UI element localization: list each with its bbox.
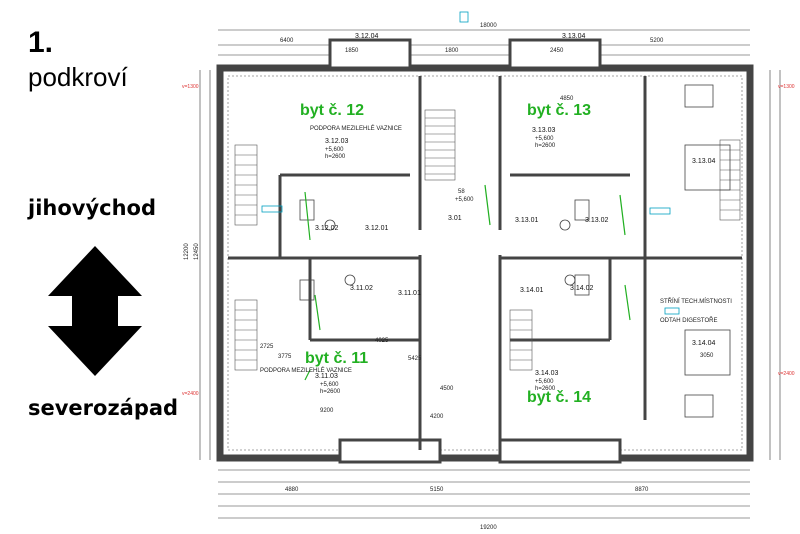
room-label: 3.13.02: [585, 217, 608, 224]
orientation-top-label: jihovýchod: [28, 196, 157, 220]
dim-label: 8870: [635, 487, 649, 493]
digestor-note: ODTAH DIGESTOŘE: [660, 316, 717, 324]
room-label: 3.14.02: [570, 285, 593, 292]
room-label: 3.12.03: [325, 138, 348, 145]
dim-label: 1800: [445, 48, 459, 54]
level-marker: v=2400: [778, 371, 795, 377]
height-note: h=2600: [325, 154, 346, 160]
room-label: 3.13.01: [515, 217, 538, 224]
room-label: 3.13.04: [562, 33, 585, 40]
height-note: +5,600: [455, 197, 474, 203]
dim-label: 12450: [194, 243, 200, 260]
dim-label: 6400: [280, 38, 294, 44]
dim-label: 1850: [345, 48, 359, 54]
floor-number: 1.: [28, 26, 54, 59]
level-marker: v=1300: [778, 84, 795, 90]
dim-label: 4850: [560, 96, 574, 102]
dim-label: 5200: [650, 38, 664, 44]
dim-label: 4200: [430, 414, 444, 420]
area-note: 58: [458, 189, 465, 195]
dim-label: 2450: [550, 48, 564, 54]
dim-label: 18000: [480, 23, 497, 29]
unit-label-13: byt č. 13: [527, 102, 591, 119]
height-note: +5,600: [535, 136, 554, 142]
height-note: +5,600: [325, 147, 344, 153]
dim-label: 4500: [440, 386, 454, 392]
dim-label: 4880: [285, 487, 299, 493]
height-note: h=2600: [535, 143, 556, 149]
room-label: 3.11.01: [398, 290, 421, 297]
dim-label: 12200: [184, 243, 190, 260]
architectural-floor-plan: byt č. 12 byt č. 13 byt č. 11 byt č. 14 …: [182, 11, 795, 531]
room-label: 3.12.02: [315, 225, 338, 232]
height-note: +5,600: [535, 379, 554, 385]
room-label: 3.01: [448, 215, 462, 222]
beam-note: PODPORA MEZILEHLÉ VAZNICE: [260, 367, 352, 374]
floor-name: podkroví: [28, 62, 128, 92]
room-label: 3.14.01: [520, 287, 543, 294]
height-note: h=2600: [535, 386, 556, 392]
room-label: 3.13.03: [532, 127, 555, 134]
room-label: 3.11.03: [315, 373, 338, 380]
dim-label: 3050: [700, 353, 714, 359]
double-arrow-icon: [48, 246, 142, 376]
dim-label: 5425: [408, 356, 422, 362]
dim-label: 9200: [320, 408, 334, 414]
unit-label-14: byt č. 14: [527, 389, 591, 406]
room-label: 3.11.02: [350, 285, 373, 292]
tech-note: STŘÍNÍ TECH.MÍSTNOSTI: [660, 297, 732, 305]
room-label: 3.12.01: [365, 225, 388, 232]
beam-note: PODPORA MEZILEHLÉ VAZNICE: [310, 125, 402, 132]
room-label: 3.12.04: [355, 33, 378, 40]
height-note: h=2600: [320, 389, 341, 395]
height-note: +5,600: [320, 382, 339, 388]
room-label: 3.14.04: [692, 340, 715, 347]
room-label: 3.13.04: [692, 158, 715, 165]
unit-label-11: byt č. 11: [305, 350, 368, 367]
dim-label: 19200: [480, 525, 497, 531]
level-marker: v=2400: [182, 391, 199, 397]
unit-label-12: byt č. 12: [300, 102, 364, 119]
room-label: 3.14.03: [535, 370, 558, 377]
level-marker: v=1300: [182, 84, 199, 90]
dim-label: 5150: [430, 487, 444, 493]
orientation-bottom-label: severozápad: [28, 396, 179, 420]
dim-label: 4025: [375, 338, 389, 344]
dim-label: 3775: [278, 354, 292, 360]
dim-label: 2725: [260, 344, 274, 350]
